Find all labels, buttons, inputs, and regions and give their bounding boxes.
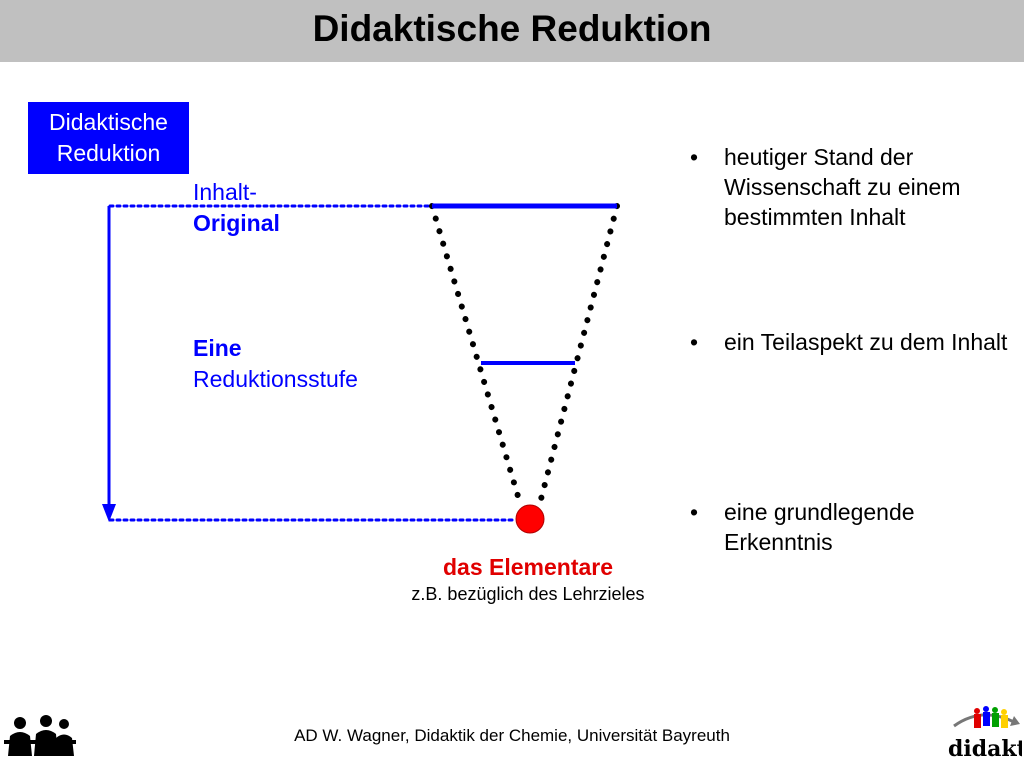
didaktische-reduktion-box: Didaktische Reduktion <box>28 102 189 174</box>
elementar-point <box>515 504 545 534</box>
bullet-original: heutiger Stand der Wissenschaft zu einem… <box>690 142 1010 232</box>
elementar-title: das Elementare <box>442 554 614 580</box>
slide-title: Didaktische Reduktion <box>312 8 712 49</box>
elementar-label: das Elementare z.B. bezüglich des Lehrzi… <box>358 552 698 606</box>
logo-text: didaktik <box>948 736 1022 762</box>
level-label-original: Inhalt- Original <box>193 177 280 239</box>
footer-credit: AD W. Wagner, Didaktik der Chemie, Unive… <box>294 726 730 745</box>
box-label-line1: Didaktische <box>49 109 168 135</box>
people-silhouette-icon <box>4 715 76 756</box>
funnel-left-side <box>429 203 523 506</box>
level-middle-line1: Eine <box>193 335 242 361</box>
level-top-line2: Original <box>193 210 280 236</box>
level-top-line1: Inhalt- <box>193 179 257 205</box>
title-bar <box>0 0 1024 62</box>
box-label-line2: Reduktion <box>56 140 161 166</box>
level-label-reduktionsstufe: Eine Reduktionsstufe <box>193 333 358 395</box>
bullet-reduktionsstufe: ein Teilaspekt zu dem Inhalt <box>690 327 1010 357</box>
funnel-right-side <box>537 203 620 506</box>
reduction-arrow-head <box>102 504 116 522</box>
didaktik-logo-icon: didaktik <box>948 706 1022 762</box>
level-middle-line2: Reduktionsstufe <box>193 366 358 392</box>
elementar-subtitle: z.B. bezüglich des Lehrzieles <box>411 584 645 604</box>
bullet-elementare: eine grundlegende Erkenntnis <box>690 497 1010 557</box>
